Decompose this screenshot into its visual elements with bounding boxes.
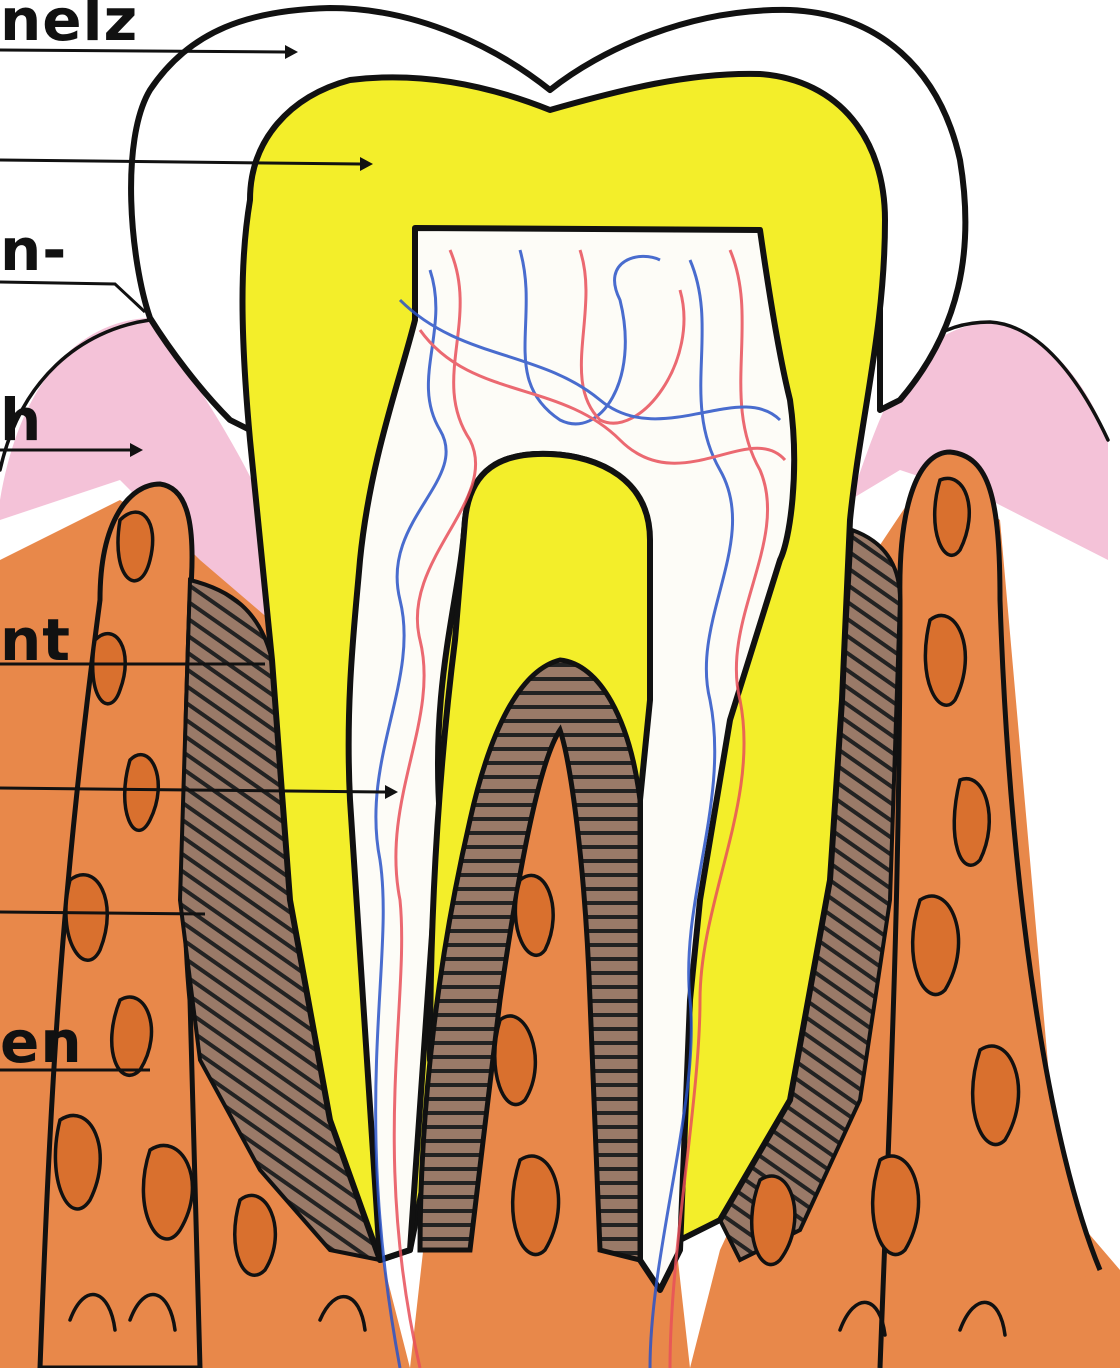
label-enamel: nelz [0,0,138,54]
label-neck: n- [0,216,67,284]
leader-enamel [0,50,285,52]
label-bone: en [0,1008,83,1076]
label-gum: h [0,386,42,454]
leader-membrane [0,912,205,914]
leader-neck [0,282,145,312]
